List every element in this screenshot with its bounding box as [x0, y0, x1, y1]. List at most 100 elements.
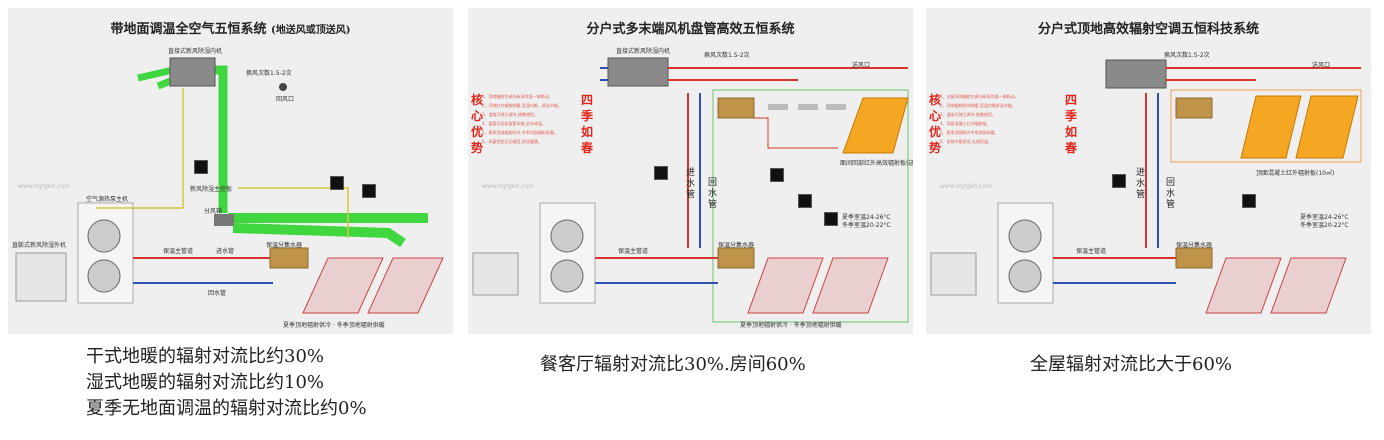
fan-bottom [1008, 259, 1042, 293]
label-hp-unit: 空气源热泵主机 [86, 196, 129, 203]
note-3: 3、温度可独立调节,按需使用。 [482, 112, 538, 117]
outdoor-unit [472, 252, 519, 296]
manifold-lower [1175, 247, 1213, 269]
label-supply-pipe: 进水管 [216, 248, 235, 255]
diagram-panel-fan-coil: 分户式多末端风机盘管高效五恒系统 1、顶地辐射空调与新风除湿一体联动。 2、顶地… [468, 8, 913, 334]
control-wire [96, 88, 184, 209]
label-manifold: 保温分集水器 [266, 242, 303, 249]
floor-coil-b [1270, 257, 1347, 314]
thermostat [1242, 194, 1256, 208]
thermostat-2 [798, 194, 812, 208]
fan-bottom [550, 259, 584, 293]
notes-list: 1、顶地辐射空调与新风除湿一体联动。 2、顶地红外辐射制暖,室温均衡、舒适节能。… [482, 92, 562, 146]
label-main-supply: 保温主管道 [163, 248, 194, 255]
note-3: 3、温度可独立调节,按需使用。 [940, 112, 996, 117]
thermostat-3 [824, 212, 838, 226]
label-return-port: 回风口 [276, 96, 295, 103]
outdoor-unit [15, 252, 67, 302]
note-6: 6、风量恒定且无噪音,舒适健康。 [482, 139, 542, 144]
watermark: www.mjtgeh.com [940, 183, 992, 190]
caption-panel-1: 干式地暖的辐射对流比约30% 湿式地暖的辐射对流比约10% 夏季无地面调温的辐射… [86, 344, 367, 422]
fan-coil-1 [768, 104, 788, 110]
outdoor-unit [930, 252, 977, 296]
label-air-change: 换风次数1.5-2次 [1164, 52, 1210, 59]
caption-line-3: 夏季无地面调温的辐射对流比约0% [86, 398, 367, 419]
label-manifold: 保温分集水器 [718, 242, 755, 249]
core-advantage: 核心优势 [470, 93, 483, 155]
label-return-pipe: 回水管 [208, 290, 227, 297]
note-6: 6、系统节能舒适,长效恒温。 [940, 139, 992, 144]
panel-2-drawing [472, 57, 909, 323]
note-2: 2、顶地红外辐射制暖,室温均衡、舒适节能。 [482, 103, 562, 108]
floor-coil-a [302, 257, 384, 314]
fan-top [87, 219, 121, 253]
floor-coil-b [812, 257, 889, 314]
fresh-air-indoor-unit [607, 57, 669, 87]
label-supply-port: 送风口 [852, 62, 871, 69]
fan-bottom [87, 259, 121, 293]
floor-coil-b [367, 257, 444, 314]
label-manifold: 保温分集水器 [1176, 242, 1213, 249]
core-advantage: 核心优势 [928, 93, 941, 155]
floor-coil-a [747, 257, 824, 314]
note-1: 1、全屋顶地辐射空调与新风除湿一体联动。 [940, 94, 1019, 99]
ceiling-panel-b [1295, 95, 1359, 159]
manifold-lower [717, 247, 755, 269]
floor-coil-a [1205, 257, 1282, 314]
panel-1-drawing [15, 57, 444, 314]
panel-title: 带地面调温全空气五恒系统 (地送风或顶送风) [8, 18, 453, 37]
ceiling-panel-a [1240, 95, 1302, 159]
caption-line-2: 湿式地暖的辐射对流比约10% [86, 372, 325, 393]
label-return-pipe: 回水管 [708, 178, 718, 210]
note-2: 2、顶地辐射制冷制暖,室温均衡舒适节能。 [940, 103, 1016, 108]
panel-title-suffix: (地送风或顶送风) [271, 25, 351, 36]
panel-title: 分户式顶地高效辐射空调五恒科技系统 [1037, 22, 1259, 37]
label-return-pipe: 回水管 [1166, 178, 1176, 210]
diagram-panel-radiant: 分户式顶地高效辐射空调五恒科技系统 1、全屋顶地辐射空调与新风除湿一体联动。 2… [926, 8, 1371, 334]
fan-coil-3 [826, 104, 846, 110]
main-duct [213, 65, 228, 213]
watermark: www.mjtgeh.com [482, 183, 534, 190]
fresh-air-duct [137, 66, 174, 82]
note-5: 5、夏季顶部辐射制冷,冬季顶部辐射采暖。 [482, 130, 558, 135]
label-floor-zone: 夏季顶地辐射供冷 · 冬季顶地辐射供暖 [283, 322, 385, 329]
seasons-spring: 四季如春 [1064, 93, 1077, 155]
air-split-box [214, 214, 234, 226]
branch-duct-b [232, 223, 406, 248]
intake-duct [600, 67, 608, 81]
manifold-upper [1175, 97, 1213, 119]
thermostat [770, 168, 784, 182]
note-4: 4、盘管式风机盘管末端,全年调温。 [482, 121, 546, 126]
label-floor-zone: 夏季顶地辐射供冷 · 冬季顶地辐射供暖 [740, 322, 842, 329]
caption-panel-2: 餐客厅辐射对流比30%.房间60% [540, 354, 806, 375]
panel-3-drawing [930, 59, 1362, 314]
return-port-dot [279, 83, 287, 91]
seasons-spring: 四季如春 [580, 93, 593, 155]
room-frame [712, 89, 909, 323]
notes-list: 1、全屋顶地辐射空调与新风除湿一体联动。 2、顶地辐射制冷制暖,室温均衡舒适节能… [940, 92, 1019, 146]
label-controller: 新风除湿主控板 [190, 186, 233, 193]
label-summer-temp: 夏季室温24-26°C [842, 214, 891, 221]
controller-display [194, 160, 208, 174]
label-main-supply: 保温主管道 [1076, 248, 1107, 255]
fan-top [550, 219, 584, 253]
thermostat [330, 176, 344, 190]
fan-coil-2 [798, 104, 818, 110]
note-5: 5、夏季顶部制冷冬季地面制暖。 [940, 130, 999, 135]
panel-title-text: 带地面调温全空气五恒系统 [110, 22, 267, 37]
label-air-change: 换风次数1.5-2次 [704, 52, 750, 59]
label-outdoor: 直膨式新风除湿外机 [12, 242, 67, 249]
label-main-supply: 保温主管道 [618, 248, 649, 255]
controller-display [654, 166, 668, 180]
label-summer-temp: 夏季室温24-26°C [1300, 214, 1349, 221]
fan-top [1008, 219, 1042, 253]
label-supply-port: 送风口 [1312, 62, 1331, 69]
label-supply-pipe: 进水管 [686, 168, 696, 200]
label-air-change: 换风次数1.5-2次 [246, 70, 292, 77]
label-fresh-unit: 直接式新风除湿内机 [168, 48, 223, 55]
label-ceiling-panel: 面间回部红外高效辐射板(选配) [840, 160, 913, 167]
manifold-upper [717, 97, 755, 119]
label-winter-temp: 冬季室温20-22°C [842, 222, 891, 229]
coil-line [754, 117, 838, 149]
control-wire-2 [238, 187, 349, 238]
